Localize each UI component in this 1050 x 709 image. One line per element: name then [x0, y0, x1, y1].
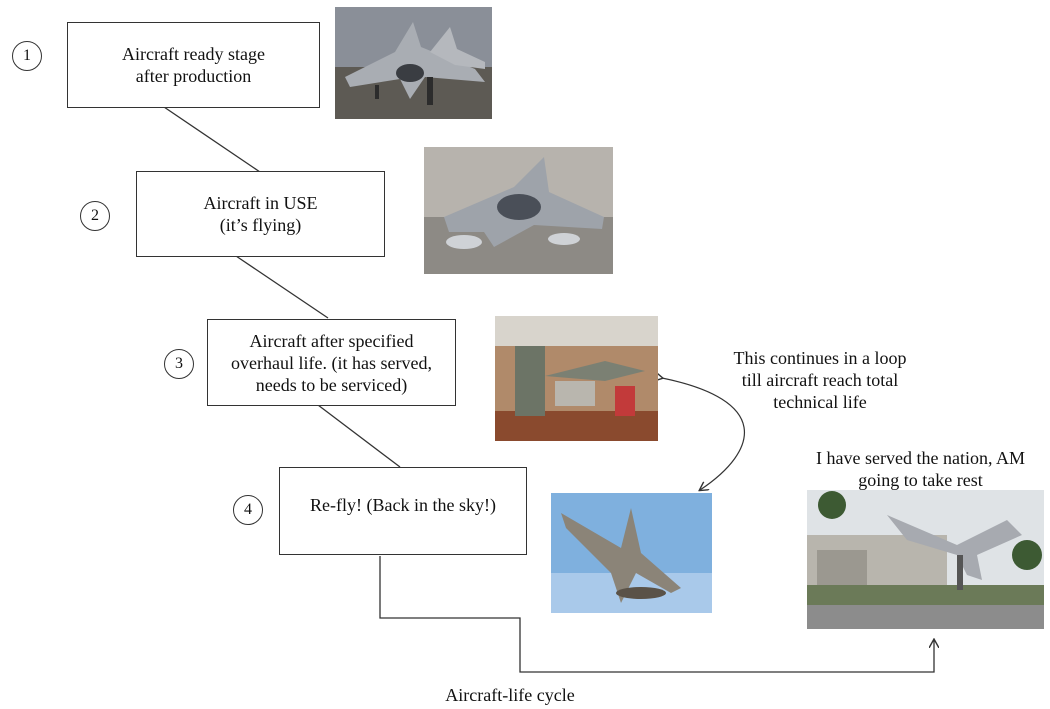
- stage-3-text: Aircraft after specified overhaul life. …: [231, 330, 432, 395]
- stage-box-1: Aircraft ready stage after production: [67, 22, 320, 108]
- connector-1-2: [163, 106, 261, 173]
- stage-4-text: Re-fly! (Back in the sky!): [310, 495, 496, 515]
- connector-2-3: [235, 255, 329, 319]
- diagram-caption: Aircraft-life cycle: [445, 685, 575, 705]
- stage-box-3: Aircraft after specified overhaul life. …: [207, 319, 456, 406]
- stage-box-4: Re-fly! (Back in the sky!): [279, 467, 527, 555]
- retire-note: I have served the nation, AM going to ta…: [816, 448, 1025, 490]
- loop-note: This continues in a loop till aircraft r…: [733, 348, 907, 412]
- stage-number-1: 1: [12, 41, 42, 71]
- stage-number-4-label: 4: [244, 501, 252, 518]
- hangar-service-photo: [495, 316, 658, 441]
- stage-number-2: 2: [80, 201, 110, 231]
- museum-jet-photo: [807, 490, 1044, 629]
- stage-number-2-label: 2: [91, 207, 99, 224]
- refly-jet-photo: [551, 493, 712, 613]
- stage-number-4: 4: [233, 495, 263, 525]
- stage-1-text: Aircraft ready stage after production: [122, 44, 265, 86]
- parked-jet-photo: [335, 7, 492, 119]
- flying-jet-photo: [424, 147, 613, 274]
- stage-2-text: Aircraft in USE (it’s flying): [203, 193, 318, 235]
- path-to-retirement: [379, 556, 934, 673]
- loop-arrow: [662, 378, 745, 490]
- stage-box-2: Aircraft in USE (it’s flying): [136, 171, 385, 257]
- stage-number-3: 3: [164, 349, 194, 379]
- stage-number-1-label: 1: [23, 47, 31, 64]
- stage-number-3-label: 3: [175, 355, 183, 372]
- connector-3-4: [317, 404, 401, 468]
